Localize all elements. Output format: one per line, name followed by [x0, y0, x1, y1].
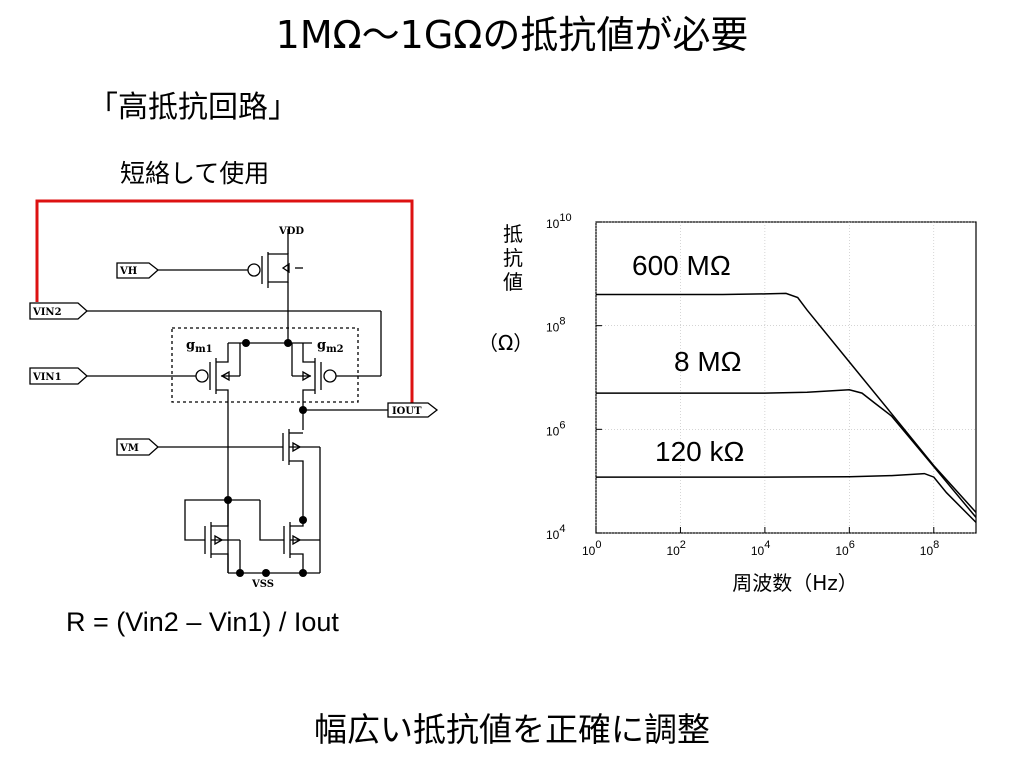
- vh-tag: [116, 262, 160, 279]
- chart-x-label: 周波数（Hz）: [732, 571, 858, 595]
- x-tick-label: 100: [582, 539, 601, 558]
- iout-tag: [387, 402, 439, 418]
- gm2-label: gm2: [317, 338, 344, 355]
- resistance-frequency-chart: 100 102 104 106 108 104 106 108 1010: [546, 212, 977, 558]
- vin1-tag: [29, 367, 88, 385]
- series-label-120k: 120 kΩ: [655, 436, 745, 467]
- vdd-label: VDD: [278, 226, 304, 237]
- series-label-600m: 600 MΩ: [632, 250, 731, 281]
- vh-label: VH: [119, 266, 137, 277]
- y-tick-label: 1010: [546, 212, 572, 231]
- vss-label: VSS: [251, 579, 274, 590]
- iout-label: IOUT: [392, 406, 422, 417]
- vin1-label: VIN1: [32, 372, 62, 383]
- vin2-label: VIN2: [32, 307, 62, 318]
- series-line-0: [596, 292, 977, 513]
- y-tick-label: 104: [546, 523, 565, 542]
- gm1-label: gm1: [186, 338, 213, 355]
- x-tick-label: 102: [666, 539, 685, 558]
- y-tick-label: 106: [546, 419, 565, 438]
- y-tick-label: 108: [546, 316, 565, 335]
- slide-title: 1MΩ～1GΩの抵抗値が必要: [275, 13, 749, 57]
- circuit-subtitle: 「高抵抗回路」: [88, 90, 298, 125]
- vin2-tag: [29, 302, 88, 320]
- series-line-1: [596, 389, 977, 518]
- chart-ticks: 100 102 104 106 108 104 106 108 1010: [546, 212, 939, 558]
- resistance-formula: R = (Vin2 – Vin1) / Iout: [66, 607, 339, 637]
- circuit-diagram: VDD VSS VH VIN2 VIN1 VM IOUT gm1 gm2: [29, 199, 439, 590]
- vm-tag: [116, 438, 159, 456]
- vm-label: VM: [119, 443, 139, 454]
- series-label-8m: 8 MΩ: [674, 346, 742, 377]
- short-wire: [35, 199, 414, 403]
- chart-y-label: 抵抗値: [503, 222, 523, 294]
- chart-y-unit: （Ω）: [478, 331, 534, 355]
- x-tick-label: 106: [835, 539, 854, 558]
- x-tick-label: 108: [920, 539, 939, 558]
- chart-series: [596, 292, 977, 523]
- chart-grid: [595, 221, 976, 534]
- x-tick-label: 104: [751, 539, 770, 558]
- footer-message: 幅広い抵抗値を正確に調整: [314, 710, 710, 749]
- series-line-2: [596, 472, 977, 523]
- shorted-note: 短絡して使用: [120, 159, 270, 188]
